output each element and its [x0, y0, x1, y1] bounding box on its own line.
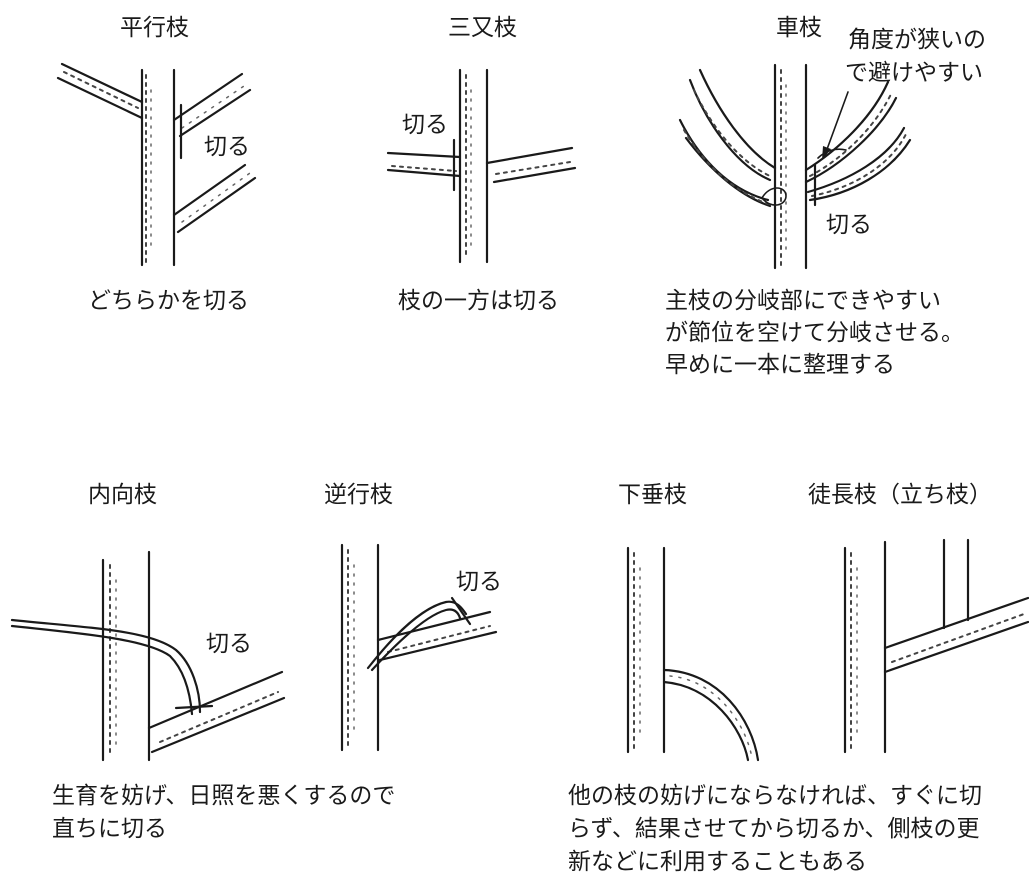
trident-caption: 枝の一方は切る — [398, 288, 559, 314]
reverse-trunk — [340, 543, 380, 752]
inward-main-branch — [147, 670, 286, 754]
whorl-note-line1: 角度が狭いの — [848, 27, 986, 53]
whorl-left-branches — [678, 68, 787, 208]
trident-right-branch — [485, 146, 577, 184]
reverse-shoot — [366, 600, 468, 672]
inward-cut-mark — [174, 704, 214, 710]
drooping-sprout-caption-line1: 他の枝の妨げにならなければ、すぐに切 — [568, 783, 982, 809]
trident-cut-label: 切る — [402, 112, 448, 138]
panel-inward: 内向枝 切る — [10, 482, 286, 762]
panel-whorl: 車枝 角度が狭いの で避けやすい — [665, 15, 986, 378]
whorl-note-line2: で避けやすい — [845, 60, 983, 86]
parallel-upper-right-branch — [172, 72, 252, 138]
panel-water-sprout: 徒長枝（立ち枝） — [808, 482, 1029, 754]
water-sprout-upright-shoot — [942, 538, 970, 630]
reverse-cut-label: 切る — [456, 569, 502, 595]
whorl-angle-arrow — [817, 91, 849, 160]
parallel-title: 平行枝 — [120, 15, 189, 41]
reverse-cut-mark — [450, 596, 472, 626]
whorl-cut-label: 切る — [826, 212, 872, 238]
drooping-sprout-caption-line3: 新などに利用することもある — [568, 849, 867, 873]
water-sprout-branch — [883, 596, 1029, 674]
parallel-caption: どちらかを切る — [88, 288, 249, 314]
inward-cut-label: 切る — [206, 631, 252, 657]
parallel-lower-right-branch — [172, 163, 257, 234]
parallel-cut-label: 切る — [204, 134, 250, 160]
panel-drooping: 下垂枝 — [618, 482, 760, 762]
whorl-caption-line1: 主枝の分岐部にできやすい — [665, 288, 941, 314]
whorl-right-branches — [804, 80, 912, 202]
panel-reverse: 逆行枝 切る — [324, 482, 502, 752]
water-sprout-trunk — [843, 540, 887, 754]
drooping-trunk — [626, 546, 666, 754]
panel-trident: 三又枝 切る 枝の一方は切る — [386, 15, 577, 314]
inward-reverse-caption-line1: 生育を妨げ、日照を悪くするので — [52, 783, 395, 809]
trident-title: 三又枝 — [448, 15, 517, 41]
inward-title: 内向枝 — [88, 482, 157, 508]
drooping-sprout-caption-line2: らず、結果させてから切るか、側枝の更 — [568, 816, 979, 842]
drooping-branch — [662, 668, 760, 762]
water-sprout-title: 徒長枝（立ち枝） — [808, 482, 992, 508]
whorl-trunk — [773, 63, 808, 270]
reverse-title: 逆行枝 — [324, 482, 393, 508]
whorl-caption-line3: 早めに一本に整理する — [665, 352, 895, 378]
inward-shoot — [10, 618, 202, 716]
whorl-caption-line2: が節位を空けて分岐させる。 — [665, 320, 964, 346]
trident-left-branch — [386, 151, 462, 178]
parallel-trunk — [140, 68, 176, 267]
panel-parallel: 平行枝 切る どちらかを切る — [56, 15, 257, 314]
whorl-title: 車枝 — [776, 15, 822, 41]
drooping-title: 下垂枝 — [618, 482, 687, 508]
inward-trunk — [101, 550, 151, 762]
inward-reverse-caption-line2: 直ちに切る — [52, 816, 167, 842]
parallel-left-branch — [56, 62, 144, 120]
trident-trunk — [458, 68, 489, 264]
